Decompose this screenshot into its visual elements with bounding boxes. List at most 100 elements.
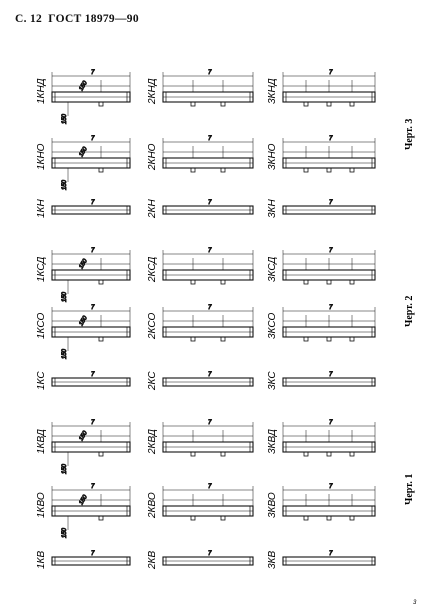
- dim-label-overall: 7: [208, 70, 212, 76]
- beam-label: 3КСД: [267, 257, 278, 282]
- dim-label-overall: 7: [329, 70, 333, 76]
- dim-label-overall: 7: [208, 248, 212, 254]
- dim-label-overall: 7: [208, 136, 212, 142]
- beam-label: 1КС: [36, 371, 47, 390]
- beam-label: 3КНО: [267, 143, 278, 170]
- beam-ks-8: 7: [162, 372, 254, 387]
- dim-label-overall: 7: [91, 70, 95, 76]
- dim-label-overall: 7: [329, 305, 333, 311]
- beam-label: 1КСО: [36, 313, 47, 339]
- beam-kn-7: 7: [51, 200, 131, 215]
- dim-label-overall: 7: [208, 305, 212, 311]
- dim-label-150-lower: 150: [62, 463, 68, 474]
- beam-kn-9: 7: [282, 200, 376, 215]
- dim-label-overall: 7: [91, 484, 95, 490]
- beam-label: 1КВД: [36, 429, 47, 454]
- dim-label-150: 150: [79, 494, 90, 506]
- beam-label: 3КН: [267, 199, 278, 218]
- figure-label: Черт. 3: [404, 119, 415, 150]
- dim-label-150-lower: 150: [62, 113, 68, 124]
- beam-ks-5: 7: [162, 305, 254, 342]
- beam-label: 1КСД: [36, 257, 47, 282]
- beam-label: 1КНО: [36, 143, 47, 170]
- beam-label: 3КВД: [267, 429, 278, 454]
- beam-kn-2: 7: [162, 70, 254, 107]
- dim-label-overall: 7: [208, 484, 212, 490]
- beam-label: 2КВ: [147, 551, 158, 570]
- dim-label-overall: 7: [329, 372, 333, 378]
- dim-label-overall: 7: [208, 420, 212, 426]
- dim-label-overall: 7: [91, 248, 95, 254]
- beam-label: 2КВО: [147, 492, 158, 519]
- beam-label: 2КСО: [147, 313, 158, 340]
- beam-kn-3: 7: [282, 70, 376, 107]
- beam-kv-6: 7: [282, 484, 376, 521]
- dim-label-150: 150: [79, 315, 90, 327]
- beam-label: 2КНО: [147, 143, 158, 171]
- beam-label: 2КН: [147, 199, 158, 219]
- dim-label-overall: 7: [329, 551, 333, 557]
- page-header: С. 12 ГОСТ 18979—90: [15, 13, 142, 25]
- beam-label: 1КВО: [36, 492, 47, 518]
- dim-label-overall: 7: [329, 200, 333, 206]
- beam-kn-8: 7: [162, 200, 254, 215]
- beam-kv-8: 7: [162, 551, 254, 566]
- dim-label-overall: 7: [329, 136, 333, 142]
- page-mark: 3: [413, 600, 417, 606]
- dim-label-150: 150: [79, 258, 90, 270]
- beam-kv-9: 7: [282, 551, 376, 566]
- beam-label: 3КС: [267, 371, 278, 390]
- dim-label-overall: 7: [91, 200, 95, 206]
- beam-kv-3: 7: [282, 420, 376, 457]
- beam-kv-5: 7: [162, 484, 254, 521]
- beam-label: 2КСД: [147, 257, 158, 283]
- beam-kv-7: 7: [51, 551, 131, 566]
- beam-ks-2: 7: [162, 248, 254, 285]
- beam-kn-6: 7: [282, 136, 376, 173]
- figure-label: Черт. 2: [404, 296, 415, 327]
- dim-label-overall: 7: [329, 484, 333, 490]
- dim-label-overall: 7: [208, 551, 212, 557]
- dim-label-overall: 7: [91, 372, 95, 378]
- dim-label-150: 150: [79, 146, 90, 158]
- beam-kn-5: 7: [162, 136, 254, 173]
- beam-label: 1КВ: [36, 551, 47, 569]
- dim-label-overall: 7: [91, 136, 95, 142]
- beam-ks-3: 7: [282, 248, 376, 285]
- beam-ks-9: 7: [282, 372, 376, 387]
- standard-title: ГОСТ 18979—90: [48, 13, 139, 25]
- dim-label-overall: 7: [91, 420, 95, 426]
- dim-label-150-lower: 150: [62, 291, 68, 302]
- beam-ks-7: 7: [51, 372, 131, 387]
- dim-label-150-lower: 150: [62, 527, 68, 538]
- beam-label: 3КВ: [267, 551, 278, 569]
- dim-label-overall: 7: [208, 200, 212, 206]
- dim-label-overall: 7: [208, 372, 212, 378]
- dim-label-overall: 7: [329, 248, 333, 254]
- beam-label: 2КНД: [147, 78, 158, 105]
- beam-label: 1КНД: [36, 78, 47, 104]
- beam-label: 2КВД: [147, 429, 158, 455]
- dim-label-150-lower: 150: [62, 179, 68, 190]
- dim-label-150: 150: [79, 430, 90, 442]
- dim-label-overall: 7: [91, 551, 95, 557]
- dim-label-overall: 7: [91, 305, 95, 311]
- beam-label: 3КНД: [267, 78, 278, 104]
- figure-label: Черт. 1: [404, 474, 415, 505]
- beam-label: 1КН: [36, 199, 47, 218]
- page-number: С. 12: [15, 13, 43, 25]
- dim-label-150: 150: [79, 80, 90, 92]
- dim-label-150-lower: 150: [62, 348, 68, 359]
- beam-label: 3КСО: [267, 313, 278, 339]
- dim-label-overall: 7: [329, 420, 333, 426]
- beam-ks-6: 7: [282, 305, 376, 342]
- beam-label: 2КС: [147, 371, 158, 391]
- beam-kv-2: 7: [162, 420, 254, 457]
